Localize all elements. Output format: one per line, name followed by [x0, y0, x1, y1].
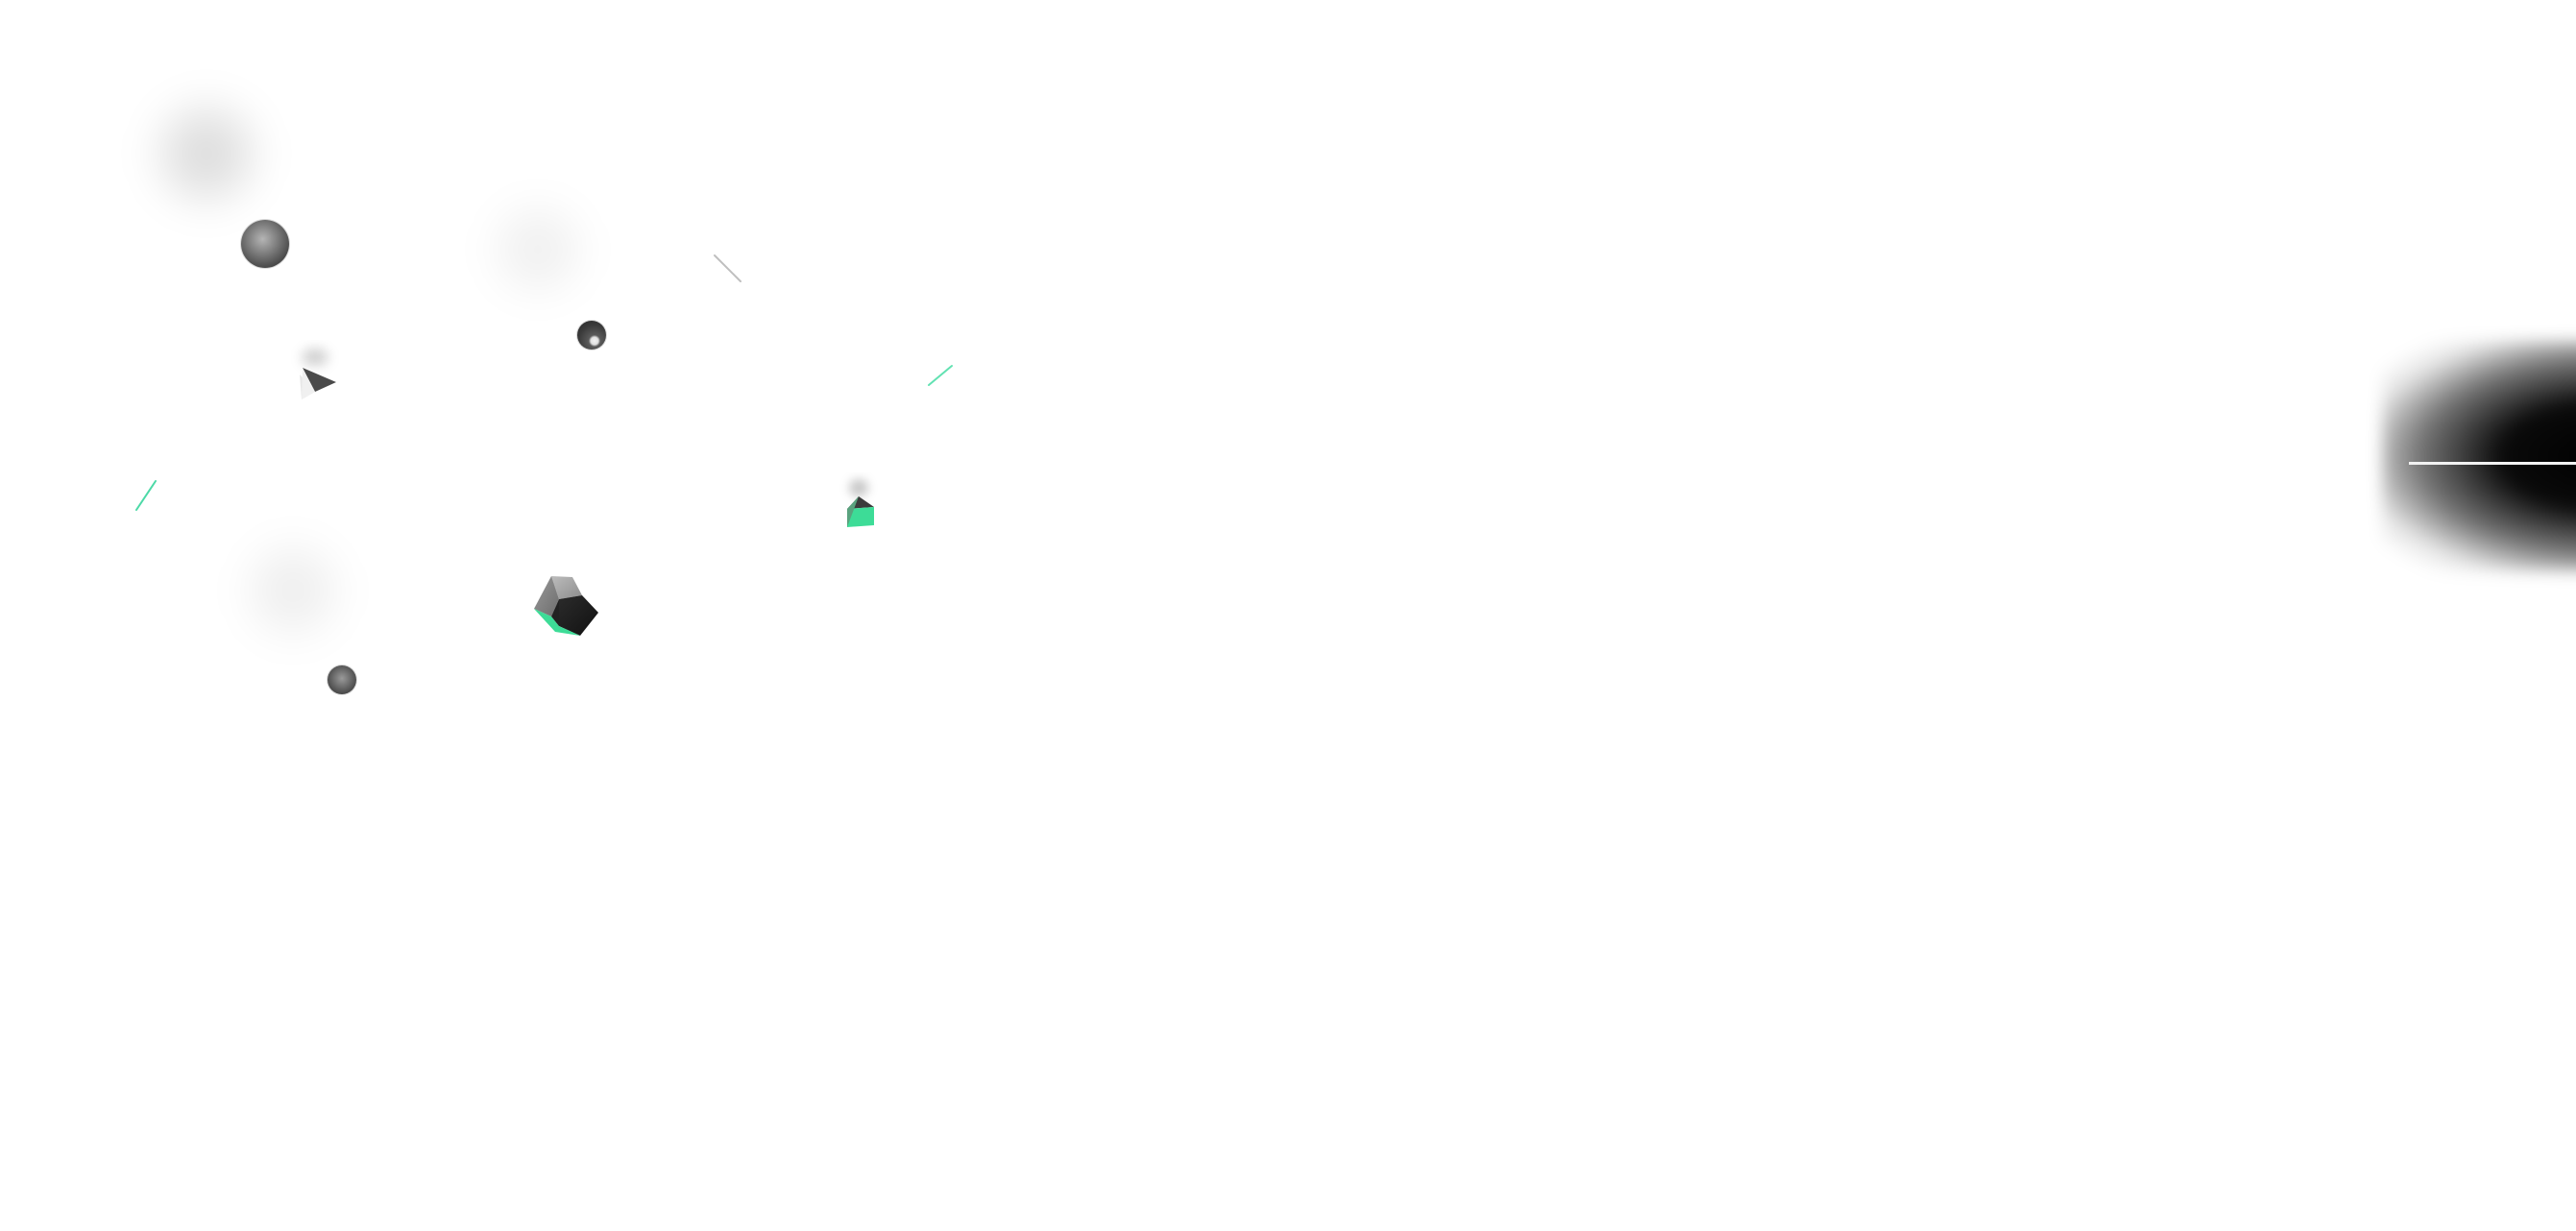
light-streak: [928, 365, 953, 386]
cube-icon[interactable]: [526, 570, 603, 642]
light-streak: [135, 480, 157, 511]
pyramid-icon[interactable]: [834, 472, 891, 535]
dark-shape-edge-icon[interactable]: [2382, 341, 2576, 571]
pyramid-icon[interactable]: [288, 336, 346, 408]
sphere-icon[interactable]: [328, 665, 356, 694]
haze-blob: [235, 533, 351, 648]
sphere-icon[interactable]: [577, 321, 606, 350]
haze-blob: [480, 197, 595, 302]
light-streak: [714, 254, 741, 282]
haze-blob: [144, 91, 269, 216]
sphere-icon[interactable]: [241, 220, 289, 268]
